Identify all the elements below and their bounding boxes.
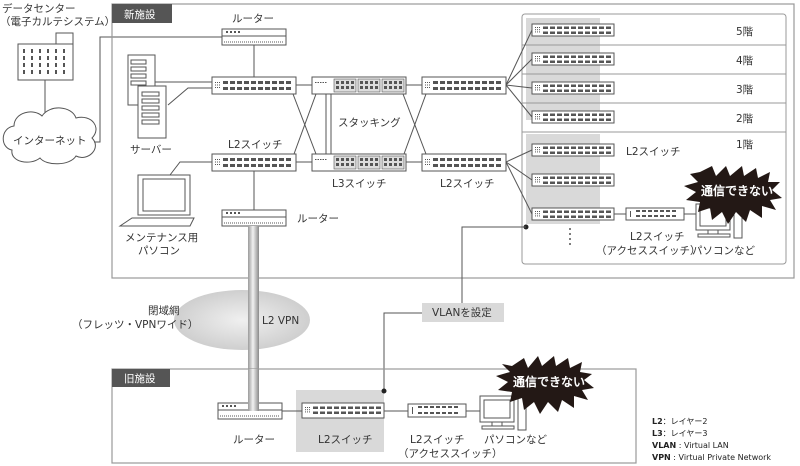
maintenance-pc-label-2: パソコン bbox=[138, 245, 180, 257]
l3-switch-bottom: L3スイッチ bbox=[311, 153, 407, 190]
old-facility: 旧施設 ルーター L2スイッチ L2スイッチ （アクセススイッチ） bbox=[111, 356, 637, 464]
new-facility-tab-label: 新施設 bbox=[124, 8, 156, 21]
closed-network-label-2: （フレッツ・VPNワイド） bbox=[72, 319, 198, 331]
legend-item: L3：レイヤー3 bbox=[652, 429, 708, 438]
floor-2-switch bbox=[531, 110, 615, 124]
old-router-label: ルーター bbox=[233, 434, 275, 446]
floor-1-access-switch bbox=[625, 207, 685, 221]
legend-item: VLAN : Virtual LAN bbox=[652, 441, 729, 450]
floor-1-l2-switch-label: L2スイッチ bbox=[626, 146, 681, 158]
l2-vpn-label: L2 VPN bbox=[262, 315, 299, 327]
old-access-switch bbox=[407, 403, 467, 418]
vlan-callout bbox=[422, 303, 504, 322]
floor-3-switch bbox=[531, 81, 615, 95]
old-access-switch-label-2: （アクセススイッチ） bbox=[398, 448, 502, 460]
burst-no-communication: 通信できない bbox=[684, 166, 782, 224]
old-access-switch-label-1: L2スイッチ bbox=[410, 434, 465, 446]
legend: L2：レイヤー2 L3：レイヤー3 VLAN : Virtual LAN VPN… bbox=[652, 417, 771, 462]
datacenter-subtitle: （電子カルテシステム） bbox=[0, 16, 115, 28]
new-facility-tab bbox=[112, 4, 172, 23]
l2-switch-left-label: L2スイッチ bbox=[228, 139, 283, 151]
maintenance-pc-label-1: メンテナンス用 bbox=[125, 232, 198, 244]
l2-vpn-pipe bbox=[248, 226, 259, 408]
old-l2-switch-label: L2スイッチ bbox=[318, 434, 373, 446]
floor-5-label: 5階 bbox=[736, 26, 754, 38]
datacenter: データセンター （電子カルテシステム） bbox=[0, 2, 115, 118]
floor-2-label: 2階 bbox=[736, 113, 754, 125]
datacenter-building-icon bbox=[17, 32, 74, 81]
floor-3-label: 3階 bbox=[736, 84, 754, 96]
l3-switch-top bbox=[311, 76, 407, 95]
vlan-callout-label: VLANを設定 bbox=[432, 306, 492, 319]
old-burst-no-communication: 通信できない bbox=[496, 356, 594, 414]
router-bottom-label: ルーター bbox=[297, 213, 339, 225]
l2-switch-right-label: L2スイッチ bbox=[440, 178, 495, 190]
old-facility-tab bbox=[112, 369, 170, 387]
l3-switch-label: L3スイッチ bbox=[332, 178, 387, 190]
old-pc-label: パソコンなど bbox=[484, 434, 547, 446]
server-icon: サーバー bbox=[127, 54, 172, 156]
floor-1-switch-c bbox=[531, 207, 615, 221]
floor-5-switch bbox=[531, 23, 615, 37]
stacking-label: スタッキング bbox=[338, 116, 401, 129]
closed-network: 閉域網 （フレッツ・VPNワイド） bbox=[72, 290, 310, 350]
old-burst-label: 通信できない bbox=[513, 374, 585, 389]
l2-switch-left-bottom: L2スイッチ bbox=[211, 139, 297, 172]
pc-label: パソコンなど bbox=[692, 245, 755, 257]
old-facility-tab-label: 旧施設 bbox=[124, 372, 156, 385]
old-l2-switch bbox=[301, 402, 385, 419]
datacenter-title: データセンター bbox=[2, 2, 76, 15]
more-dots bbox=[569, 228, 571, 245]
l2-switch-left-top bbox=[211, 76, 297, 95]
burst-label: 通信できない bbox=[701, 183, 773, 198]
floor-4-label: 4階 bbox=[736, 55, 754, 67]
l2-switch-right-bottom: L2スイッチ bbox=[421, 153, 507, 190]
server-label: サーバー bbox=[130, 144, 172, 156]
router-bottom: ルーター bbox=[221, 209, 339, 227]
floor-1-access-switch-label-2: （アクセススイッチ） bbox=[596, 245, 700, 257]
internet-cloud: インターネット bbox=[2, 107, 97, 165]
floor-1-access-switch-label-1: L2スイッチ bbox=[630, 231, 685, 243]
floor-4-switch bbox=[531, 52, 615, 66]
floors-panel: 5階 4階 3階 2階 1階 L2スイッチ bbox=[521, 13, 787, 265]
floor-1-switch-b bbox=[531, 173, 615, 187]
router-top: ルーター bbox=[221, 13, 287, 46]
new-facility: 新施設 ルーター サーバー bbox=[111, 3, 795, 279]
closed-network-label-1: 閉域網 bbox=[148, 304, 180, 317]
router-top-label: ルーター bbox=[232, 13, 274, 25]
legend-item: VPN : Virtual Private Network bbox=[652, 453, 771, 462]
laptop-icon: メンテナンス用 パソコン bbox=[118, 174, 198, 257]
floor-1-switch-a bbox=[531, 143, 615, 157]
internet-label: インターネット bbox=[13, 135, 87, 147]
legend-item: L2：レイヤー2 bbox=[652, 417, 708, 426]
floor-1-label: 1階 bbox=[736, 139, 754, 151]
l2-switch-right-top bbox=[421, 76, 507, 95]
